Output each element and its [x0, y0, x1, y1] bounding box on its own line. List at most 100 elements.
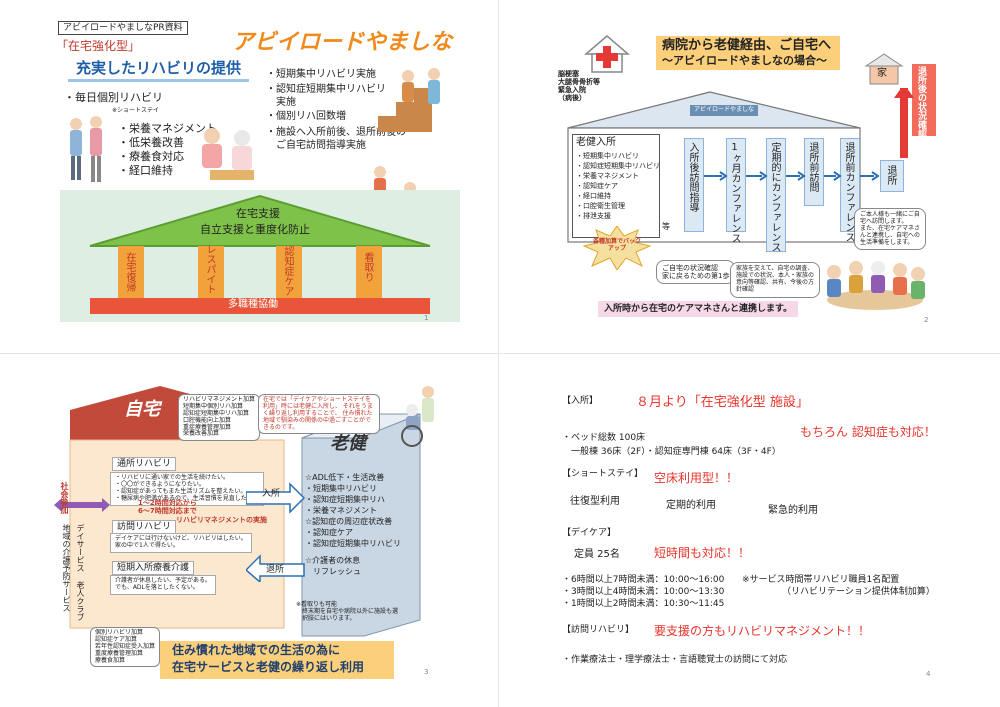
- admission-title: 老健入所: [576, 137, 616, 148]
- roof-line2: 自立支援と重度化防止: [200, 223, 310, 236]
- day-service-label: デイサービス 老人クラブ: [76, 524, 85, 621]
- roken-label: 老健: [330, 433, 366, 454]
- admission-box: [572, 134, 660, 238]
- bottom-banner: [160, 641, 394, 679]
- hours-item: ・3時間以上4時間未満：10:00～13:30: [562, 587, 725, 597]
- rehab-mgmt: リハビリマネジメントの実施: [176, 516, 267, 524]
- beds-total: ・ベッド総数 100床: [562, 433, 646, 443]
- page-number: 2: [924, 316, 929, 324]
- type-label: 「在宅強化型」: [56, 39, 141, 53]
- note-home-status: ご自宅の状況確認 家に戻るための第1歩: [656, 260, 736, 285]
- meeting-illustration: [827, 261, 925, 310]
- visit-text: デイケアには行けないけど、リハビリはしたい。 家の中で1人で得たい。: [110, 533, 252, 553]
- wheelchair-illustration: [401, 386, 434, 447]
- mitori-note: ※看取りも可能 終末期を自宅や病院以外に施設も選 択肢にはいります。: [296, 601, 399, 622]
- roken-item: ・栄養マネジメント: [305, 506, 377, 515]
- home-label: 家: [877, 68, 887, 79]
- care-item: ・療養食対応: [118, 150, 184, 163]
- step-box: [766, 138, 786, 252]
- feature-item: ・認知症短期集中リハビリ: [266, 84, 386, 95]
- title-line2: ～アビイロードやましなの場合～: [662, 54, 827, 67]
- page-3: 自宅 老健 リハビリマネジメント加算 短期集中個別リハ加算 認知症短期集中リハ加…: [0, 356, 498, 707]
- care-item: ・経口維持: [118, 164, 173, 177]
- page-1: アビイロードやましなPR資料 「在宅強化型」 アビイロードやましな 充実したリハ…: [0, 0, 498, 353]
- visit-detail: ・作業療法士・理学療法士・言語聴覚士の訪問にて対応: [562, 655, 788, 665]
- brand-title: アビイロードやましな: [232, 30, 453, 55]
- pillar-label: 看取り: [362, 252, 373, 282]
- admission-item: ・短期集中リハビリ: [576, 152, 639, 160]
- roken-item: ・認知症短期集中リハビリ: [305, 539, 401, 548]
- admit-discharge-arrows: [246, 482, 306, 582]
- step-label: 1ヶ月カンファレンス: [729, 142, 740, 243]
- step-box: [840, 138, 860, 232]
- addon-box: リハビリマネジメント加算 短期集中個別リハ加算 認知症短期集中リハ加算 口腔機能…: [178, 394, 261, 442]
- note-visit: ご本人様も一緒にご自 宅へ訪問します。 また、在宅ケアマネさ んと連携し、自宅へ…: [854, 208, 927, 251]
- roken-item: ・認知症ケア: [305, 528, 353, 537]
- admission-title: ８月より「在宅強化型 施設」: [636, 395, 809, 410]
- shortstay-use: 往復型利用: [570, 496, 620, 507]
- roken-item: ・短期集中リハビリ: [305, 484, 377, 493]
- admission-item: ・経口維持: [576, 192, 611, 200]
- social-arrow: [54, 498, 110, 512]
- note-family: 家族を交えて、自宅の調査、 施設での状況、本人・家族の 意向等確認、共有、今後の…: [730, 262, 821, 298]
- rest-sub: リフレッシュ: [305, 567, 361, 576]
- hospital-icon: [584, 35, 630, 73]
- daycare-hours: 1～2時間対応から 6～7時間対応まで: [138, 499, 197, 516]
- home-label: 自宅: [124, 399, 160, 420]
- page-divider-horizontal: [0, 353, 1000, 354]
- shortadm-title: 短期入所療養介護: [112, 561, 195, 576]
- short-stay-note: ※ショートステイ: [112, 107, 160, 114]
- feature-item: ・個別リハ回数増: [266, 111, 346, 122]
- shortstay-use: 定期的利用: [666, 500, 716, 511]
- after-discharge-label: 退所後の状況確認: [916, 66, 926, 138]
- visit-label: 【訪問リハビリ】: [562, 625, 635, 635]
- pillar-label: 在宅復帰: [124, 252, 135, 292]
- step-label: 退所前カンファレンス: [843, 142, 854, 242]
- addon-burst: [582, 226, 652, 270]
- step-box: [804, 138, 824, 206]
- daycare-title: 短時間も対応！！: [654, 546, 751, 560]
- etc-label: 等: [662, 222, 670, 231]
- roken-item: ☆ADL低下・生活改善: [305, 473, 385, 482]
- roken-item: ・認知症短期集中リハ: [305, 495, 385, 504]
- page-2: 脳梗塞 大腿骨骨折等 緊急入院 （病後） 病院から老健経由、ご自宅へ ～アビイロ…: [502, 0, 1000, 353]
- flow-arrows: [704, 171, 880, 181]
- bottom-banner-line2: 在宅サービスと老健の繰り返し利用: [172, 660, 365, 674]
- admission-item: ・口腔衛生管理: [576, 202, 625, 210]
- doc-label: アビイロードやましなPR資料: [58, 21, 188, 36]
- meal-assist-illustration: [202, 128, 254, 180]
- feature-item: ご自宅訪問指導実施: [266, 140, 366, 151]
- admission-item: ・栄養マネジメント: [576, 172, 639, 180]
- daycare-capacity: 定員 25名: [574, 549, 620, 560]
- daily-rehab: ・毎日個別リハビリ: [64, 91, 163, 104]
- discharge-label: 退所: [885, 165, 896, 185]
- addon-burst-label: 各種加算でバックアップ: [593, 238, 642, 252]
- step-label: 退所前訪問: [807, 142, 818, 192]
- page-number: 1: [424, 314, 429, 322]
- rehab-walk-illustration: [70, 116, 102, 182]
- admission-item: ・排泄支援: [576, 212, 611, 220]
- shortstay-use: 緊急的利用: [768, 505, 818, 516]
- feature-item: 実施: [266, 97, 296, 108]
- step-label: 入所後訪問指導: [687, 142, 698, 212]
- bottom-left-list: 個別リハビリ加算 認知症ケア加算 若年性認知症受入加算 重度療養管理加算 療養食…: [90, 627, 161, 668]
- shortstay-title: 空床利用型！！: [654, 471, 739, 485]
- hospital-label: 脳梗塞 大腿骨骨折等 緊急入院 （病後）: [558, 70, 600, 103]
- admission-item: ・認知症短期集中リハビリ: [576, 162, 660, 170]
- step-box: [684, 138, 704, 232]
- community-label: 地域の介護予防サービス: [62, 524, 71, 612]
- admission-label: 【入所】: [562, 396, 599, 406]
- title-line1: 病院から老健経由、ご自宅へ: [662, 38, 832, 53]
- stair-rehab-illustration: [378, 68, 440, 132]
- admission-item: ・認知症ケア: [576, 182, 618, 190]
- title-banner: [656, 36, 840, 70]
- pillar-label: レスパイト: [204, 244, 215, 294]
- admit-arrow-label: 入所: [262, 489, 281, 499]
- dementia-note: もちろん 認知症も対応！: [800, 425, 936, 439]
- base-label: 多職種協働: [228, 299, 278, 310]
- social-participation-label: 社会参加: [60, 482, 69, 514]
- shortstay-label: 【ショートステイ】: [562, 469, 644, 479]
- feature-item: ・施設へ入所前後、退所前後の: [266, 127, 406, 138]
- discharge-box: [880, 160, 904, 192]
- hours-item: ・6時間以上7時間未満：10:00～16:00: [562, 575, 725, 585]
